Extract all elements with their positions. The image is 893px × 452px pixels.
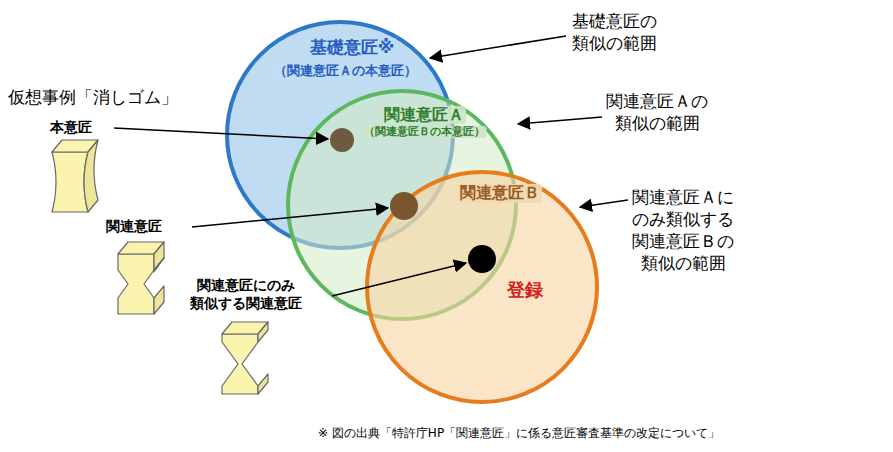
- leader-arrow: [114, 128, 328, 139]
- design-dot: [390, 192, 418, 220]
- eraser-related: [118, 242, 164, 314]
- source-caption: ※ 図の出典「特許庁HP「関連意匠」に係る意匠審査基準の改定について」: [318, 426, 720, 442]
- eraser-original: [52, 140, 98, 212]
- example-title: 仮想事例「消しゴム」: [8, 86, 178, 108]
- part-label: 関連意匠にのみ 類似する関連意匠: [190, 276, 302, 312]
- circle-heading: 基礎意匠※: [308, 38, 397, 58]
- design-dot: [330, 128, 354, 152]
- circle-note: 登録: [505, 280, 545, 301]
- leader-arrow: [332, 263, 466, 296]
- range-label: 関連意匠Ａの 類似の範囲: [606, 90, 708, 134]
- circle-heading: 関連意匠Ｂ: [458, 184, 542, 203]
- circle-note: （関連意匠Ａの本意匠）: [272, 64, 419, 79]
- circle-note: （関連意匠Ｂの本意匠）: [362, 126, 487, 138]
- leader-arrow: [192, 208, 388, 227]
- eraser-related-b: [222, 322, 268, 394]
- part-label: 本意匠: [50, 118, 92, 136]
- design-dot: [468, 245, 496, 273]
- circle-shape: [367, 172, 597, 402]
- leader-arrow: [430, 36, 566, 58]
- leader-arrow: [580, 200, 628, 207]
- range-label: 基礎意匠の 類似の範囲: [572, 10, 657, 54]
- range-label: 関連意匠Ａに のみ類似する 関連意匠Ｂの 類似の範囲: [632, 186, 734, 274]
- circle-heading: 関連意匠Ａ: [382, 106, 466, 124]
- part-label: 関連意匠: [106, 217, 162, 235]
- leader-arrow: [518, 117, 602, 124]
